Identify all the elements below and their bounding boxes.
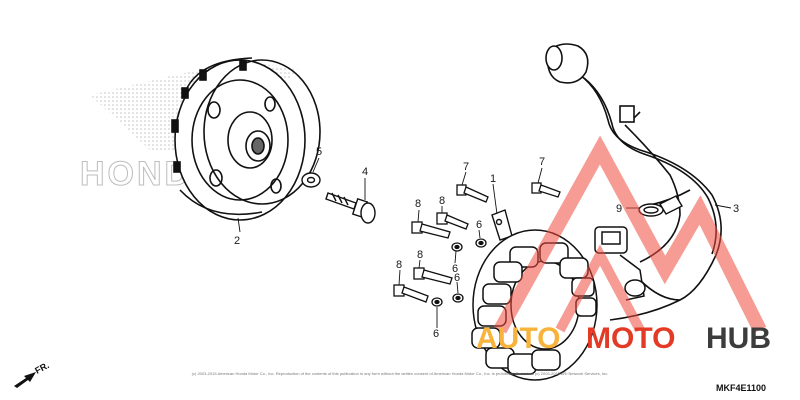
- callout-9: 9: [616, 203, 622, 215]
- setting-plate: [491, 209, 513, 241]
- bolt-7-b: [531, 182, 561, 198]
- washer: [301, 172, 321, 188]
- callout-8-c: 8: [417, 249, 423, 261]
- bolt-8-a: [411, 221, 451, 239]
- watermark-hub: HUB: [706, 322, 771, 355]
- flange-bolt: [325, 192, 376, 224]
- watermark-auto: AUTO: [476, 322, 560, 355]
- callout-6-b: 6: [452, 263, 458, 275]
- callout-6-a: 6: [476, 219, 482, 231]
- bolt-8-b: [436, 212, 469, 230]
- callout-3: 3: [733, 203, 739, 215]
- callout-8-a: 8: [415, 198, 421, 210]
- callout-7-b: 7: [539, 156, 545, 168]
- callout-2: 2: [234, 235, 240, 247]
- front-arrow: FR.: [14, 360, 51, 388]
- callout-7-a: 7: [463, 161, 469, 173]
- callout-8-b: 8: [439, 195, 445, 207]
- flywheel: [171, 57, 321, 221]
- bolt-8-d: [393, 284, 429, 303]
- washer-6-a: [475, 238, 487, 248]
- washer-6-d: [431, 297, 443, 307]
- watermark-moto: MOTO: [586, 322, 675, 355]
- stator: [471, 226, 646, 381]
- bolt-8-c: [413, 267, 453, 285]
- cable-clamp: [638, 195, 683, 217]
- automotohub-watermark: AUTO MOTO HUB: [476, 135, 771, 355]
- wire-harness: [545, 43, 722, 321]
- callout-6-d: 6: [433, 328, 439, 340]
- washer-6-b: [451, 242, 463, 252]
- callout-4: 4: [362, 166, 368, 178]
- front-label: FR.: [33, 360, 50, 376]
- callout-6-c: 6: [454, 272, 460, 284]
- callouts: 1 2 3 4 5 6 6 6 6 7 7 8 8 8 8 9: [234, 146, 739, 340]
- bolt-7-a: [456, 184, 489, 203]
- diagram-code: MKF4E1100: [716, 383, 766, 393]
- callout-1: 1: [490, 173, 496, 185]
- washer-6-c: [452, 293, 464, 303]
- callout-5: 5: [316, 146, 322, 158]
- callout-8-d: 8: [396, 259, 402, 271]
- copyright-notice: (c) 2003-2015 American Honda Motor Co., …: [191, 371, 609, 376]
